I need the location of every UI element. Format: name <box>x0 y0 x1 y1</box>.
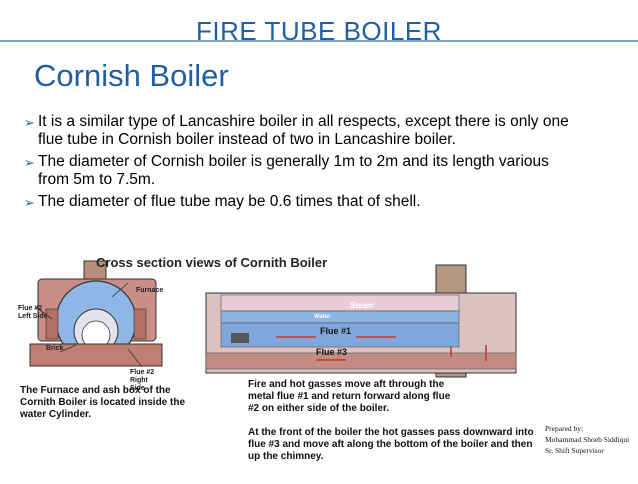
title-underline <box>0 40 638 42</box>
credit-line: Prepared by: <box>545 424 584 433</box>
bullet-item: ➢ The diameter of Cornish boiler is gene… <box>24 153 584 189</box>
label-steam: Steam <box>350 301 375 310</box>
label-brick: Brick <box>46 345 64 352</box>
arrow-bullet-icon: ➢ <box>24 195 35 210</box>
slide-top-title: FIRE TUBE BOILER <box>196 16 442 46</box>
boiler-diagram: Cross section views of Cornith Boiler Fu… <box>16 249 548 479</box>
caption-gas-flow-chimney: At the front of the boiler the hot gasse… <box>248 427 534 462</box>
label-flue-2-left: Flue #2 Left Side <box>18 305 48 320</box>
credit-line: Mohammad Shoeb Siddiqui <box>545 435 630 444</box>
bullet-text: The diameter of Cornish boiler is genera… <box>38 153 549 188</box>
label-flue-2-right: Flue #2 Right Side <box>130 369 155 392</box>
slide-heading: Cornish Boiler <box>34 58 229 93</box>
label-water: Water <box>314 314 331 320</box>
caption-gas-flow-forward: Fire and hot gasses move aft through the… <box>248 379 451 414</box>
bullet-text: It is a similar type of Lancashire boile… <box>38 113 569 148</box>
bullet-text: The diameter of flue tube may be 0.6 tim… <box>38 193 421 210</box>
credit-line: Sr. Shift Supervisor <box>545 446 604 455</box>
label-flue-1: Flue #1 <box>320 326 352 336</box>
boiler-diagram-drawing <box>29 260 517 378</box>
prepared-by-credit: Prepared by: Mohammad Shoeb Siddiqui Sr.… <box>545 423 629 456</box>
bullet-item: ➢ It is a similar type of Lancashire boi… <box>24 113 584 149</box>
diagram-title: Cross section views of Cornith Boiler <box>96 255 328 270</box>
bullet-list: ➢ It is a similar type of Lancashire boi… <box>24 113 584 215</box>
label-flue-3: Flue #3 <box>316 347 348 357</box>
label-furnace: Furnace <box>136 287 164 294</box>
arrow-bullet-icon: ➢ <box>24 115 35 130</box>
bullet-item: ➢ The diameter of flue tube may be 0.6 t… <box>24 193 584 211</box>
caption-furnace-location: The Furnace and ash box of the Cornith B… <box>20 385 186 420</box>
arrow-bullet-icon: ➢ <box>24 155 35 170</box>
